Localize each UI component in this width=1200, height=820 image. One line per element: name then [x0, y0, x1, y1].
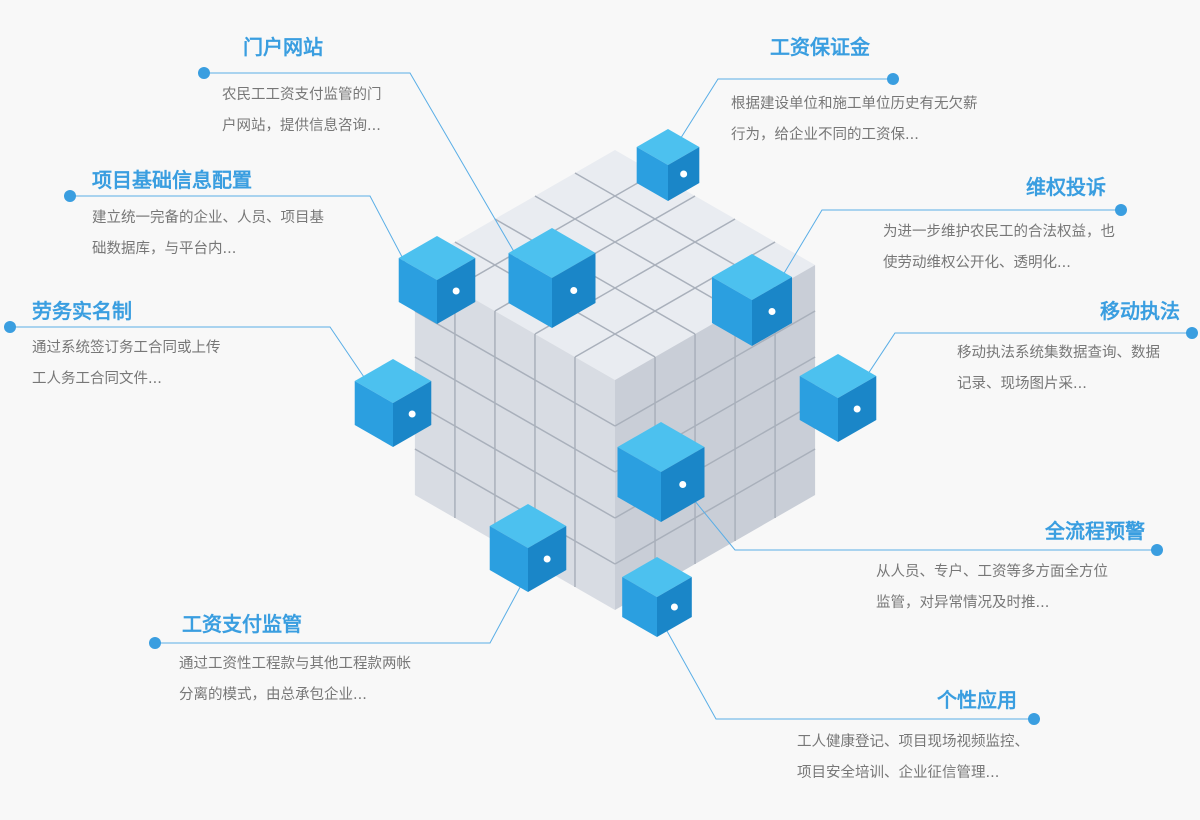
- blue-cube-dot: [543, 555, 551, 563]
- feature-title-real-name: 劳务实名制: [32, 299, 132, 323]
- feature-desc-custom-apps: 工人健康登记、项目现场视频监控、项目安全培训、企业征信管理...: [797, 734, 1029, 781]
- feature-desc-portal: 农民工工资支付监管的门户网站，提供信息咨询...: [222, 87, 382, 134]
- blue-cube-dot: [679, 481, 687, 488]
- connector-dot: [64, 190, 76, 202]
- blue-cube-top: [354, 359, 432, 403]
- cube-grid-line: [614, 448, 816, 565]
- blue-cube-left: [617, 447, 661, 522]
- blue-cube-left: [354, 381, 393, 447]
- big-cube-right: [615, 265, 816, 610]
- blue-cube-dot: [452, 287, 460, 295]
- feature-title-portal: 门户网站: [243, 35, 323, 59]
- blue-cube-top: [636, 129, 700, 165]
- cube-grid-line: [414, 402, 616, 519]
- blue-cube-dot: [680, 170, 688, 178]
- feature-title-complaints: 维权投诉: [1026, 175, 1106, 199]
- blue-cube-left: [636, 147, 668, 201]
- feature-title-mobile-enforcement: 移动执法: [1100, 299, 1180, 323]
- connector-dot: [4, 321, 16, 333]
- blue-cube-left: [711, 277, 752, 346]
- blue-cube-left: [622, 577, 657, 637]
- connector-line: [779, 209, 1121, 281]
- feature-desc-process-alert: 从人员、专户、工资等多方面全方位监管，对异常情况及时推...: [876, 564, 1108, 611]
- connector-dot: [149, 637, 161, 649]
- cube-grid-line: [414, 356, 616, 473]
- blue-cube-left: [489, 526, 528, 592]
- blue-cube-dot: [408, 410, 416, 418]
- feature-title-project-info: 项目基础信息配置: [92, 168, 252, 192]
- connector-line: [661, 621, 1034, 720]
- feature-desc-mobile-enforcement: 移动执法系统集数据查询、数据记录、现场图片采...: [957, 345, 1160, 392]
- blue-cube-left: [398, 258, 437, 324]
- connector-dot: [1186, 327, 1198, 339]
- connector-line: [155, 577, 526, 644]
- connector-line: [671, 78, 893, 153]
- blue-cube-left: [508, 253, 552, 328]
- connector-dot: [1151, 544, 1163, 556]
- feature-title-wage-payment: 工资支付监管: [182, 612, 302, 636]
- blue-cube-dot: [853, 405, 861, 413]
- feature-desc-wage-payment: 通过工资性工程款与其他工程款两帐分离的模式，由总承包企业...: [179, 656, 411, 703]
- connector-line: [204, 72, 521, 263]
- feature-desc-real-name: 通过系统签订务工合同或上传工人务工合同文件...: [32, 340, 221, 387]
- feature-title-custom-apps: 个性应用: [937, 688, 1017, 712]
- feature-title-process-alert: 全流程预警: [1045, 519, 1145, 543]
- connector-dot: [1028, 713, 1040, 725]
- connector-dot: [1115, 204, 1127, 216]
- feature-desc-project-info: 建立统一完备的企业、人员、项目基础数据库，与平台内...: [92, 210, 324, 257]
- connector-dot: [198, 67, 210, 79]
- connector-line: [70, 195, 411, 273]
- big-cube-left: [414, 265, 615, 610]
- cube-grid-line: [614, 310, 816, 427]
- connector-line: [861, 332, 1192, 384]
- connector-line: [10, 326, 367, 381]
- feature-desc-wage-deposit: 根据建设单位和施工单位历史有无欠薪行为，给企业不同的工资保...: [731, 96, 978, 143]
- connector-line: [689, 494, 1157, 551]
- blue-cube-left: [799, 376, 838, 442]
- connector-dot: [887, 73, 899, 85]
- blue-cube-dot: [570, 287, 578, 294]
- feature-title-wage-deposit: 工资保证金: [770, 35, 870, 59]
- blue-cube-top: [622, 557, 692, 597]
- blue-cube-top: [398, 236, 476, 280]
- cube-grid-line: [414, 448, 616, 565]
- feature-desc-complaints: 为进一步维护农民工的合法权益，也使劳动维权公开化、透明化...: [883, 224, 1115, 271]
- cube-grid-line: [534, 195, 736, 312]
- cube-grid-line: [414, 310, 616, 427]
- blue-cube-dot: [670, 603, 678, 611]
- blue-cube-dot: [768, 308, 776, 315]
